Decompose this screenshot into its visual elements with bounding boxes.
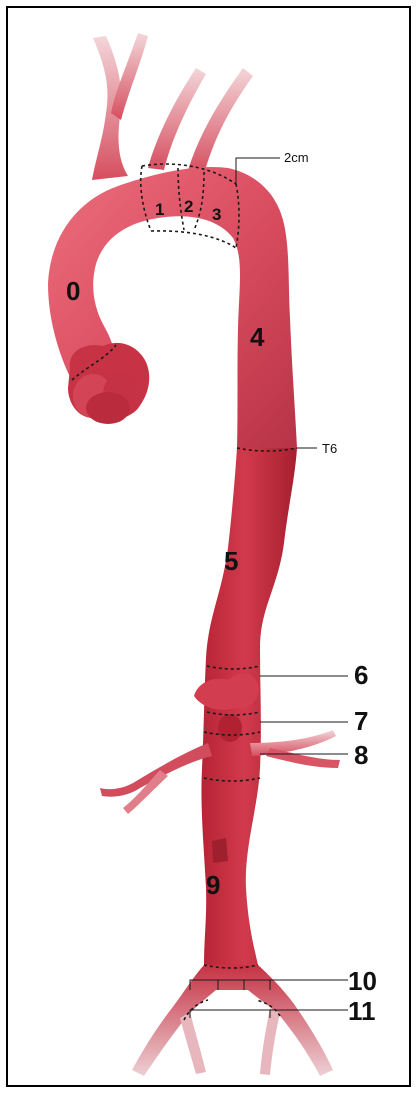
zone-label-7: 7 bbox=[354, 706, 368, 736]
right-renal-artery bbox=[100, 743, 212, 797]
aorta-diagram: 0 1 2 3 4 5 6 7 8 9 10 11 2cm T6 bbox=[8, 8, 409, 1085]
supra-aortic-vessels bbox=[92, 33, 253, 180]
zone-label-11: 11 bbox=[348, 996, 376, 1026]
boundary-arch-bottom bbox=[151, 231, 236, 248]
left-internal-iliac bbox=[260, 1008, 280, 1075]
zone-label-9: 9 bbox=[206, 870, 220, 900]
superior-mesenteric-artery bbox=[218, 714, 242, 742]
label-t6: T6 bbox=[322, 441, 337, 456]
zone-label-8: 8 bbox=[354, 740, 368, 770]
aortic-root bbox=[68, 343, 149, 424]
zone-label-3: 3 bbox=[212, 205, 221, 224]
aortic-sinus-center bbox=[86, 392, 130, 424]
zone-label-2: 2 bbox=[184, 197, 193, 216]
zone-label-6: 6 bbox=[354, 660, 368, 690]
right-internal-iliac bbox=[180, 1012, 206, 1074]
iliac-arteries bbox=[132, 965, 333, 1076]
diagram-frame: 0 1 2 3 4 5 6 7 8 9 10 11 2cm T6 bbox=[6, 6, 411, 1087]
left-renal-artery bbox=[250, 730, 336, 756]
zone-label-5: 5 bbox=[224, 546, 238, 576]
zone-label-10: 10 bbox=[348, 966, 377, 996]
left-renal-branch bbox=[266, 748, 340, 768]
zone-label-1: 1 bbox=[155, 200, 164, 219]
inferior-mesenteric-artery bbox=[212, 838, 228, 863]
left-common-iliac bbox=[132, 965, 333, 1076]
label-2cm: 2cm bbox=[284, 150, 309, 165]
zone-label-4: 4 bbox=[250, 322, 265, 352]
zone-label-0: 0 bbox=[66, 276, 80, 306]
